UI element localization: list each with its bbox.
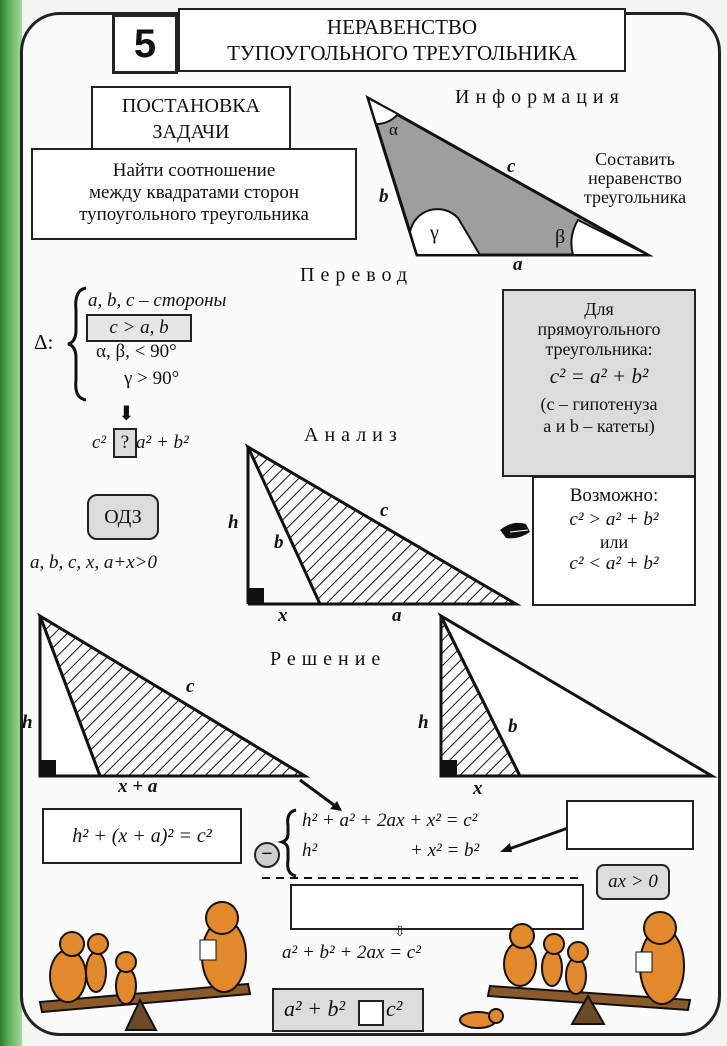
possible-or: или xyxy=(599,532,629,552)
title-line-2: ТУПОУГОЛЬНОГО ТРЕУГОЛЬНИКА xyxy=(227,41,577,65)
green-side-stripe xyxy=(0,0,22,1046)
task-text-line-3: тупоугольного треугольника xyxy=(79,204,309,225)
odz-conditions: a, b, c, x, a+x>0 xyxy=(30,552,157,573)
equation-box: h² + (x + a)² = c² xyxy=(42,808,242,864)
result-line: a² + b² + 2ax = c² xyxy=(282,942,421,963)
system-line-2-rest: + x² = b² xyxy=(410,840,480,861)
sides-text: a, b, c – стороны xyxy=(88,290,227,311)
info-text-line-3: треугольника xyxy=(583,187,687,207)
side-c-label: c xyxy=(507,156,516,177)
task-heading-line-1: ПОСТАНОВКА xyxy=(121,95,261,117)
rt-line-1: Для xyxy=(584,299,614,319)
task-text-line-1: Найти соотношение xyxy=(112,160,276,181)
task-text-box: Найти соотношение между квадратами сторо… xyxy=(31,148,357,240)
rt-formula: c² = a² + b² xyxy=(549,364,649,388)
angle-gamma-label: γ xyxy=(430,222,439,244)
down-arrow-icon: ⬇ xyxy=(118,403,135,425)
header-title-box: НЕРАВЕНСТВО ТУПОУГОЛЬНОГО ТРЕУГОЛЬНИКА xyxy=(178,8,626,72)
analysis-heading: Анализ xyxy=(304,424,403,446)
analysis-a-label: a xyxy=(392,605,402,626)
possible-heading: Возможно: xyxy=(569,485,659,506)
rt-note-1: (c – гипотенуза xyxy=(540,394,658,414)
lesson-number-box: 5 xyxy=(112,14,178,74)
minus-circle: − xyxy=(254,842,280,868)
ax-box: ax > 0 xyxy=(596,864,670,900)
angle-alpha-label: α xyxy=(389,120,398,139)
left-xa-label: x + a xyxy=(118,776,158,797)
right-h-label: h xyxy=(418,712,429,733)
left-c-label: c xyxy=(186,676,195,697)
task-heading-line-2: ЗАДАЧИ xyxy=(152,121,230,143)
angle-beta-label: β xyxy=(555,226,566,248)
ax-text: ax > 0 xyxy=(608,871,658,892)
final-blank-box[interactable] xyxy=(358,1000,384,1026)
possible-2: c² < a² + b² xyxy=(569,553,659,574)
c-greater-text: c > a, b xyxy=(109,317,169,338)
analysis-h-label: h xyxy=(228,512,239,533)
empty-answer-box-top[interactable] xyxy=(566,800,694,850)
translation-line-1: a, b, c – стороны xyxy=(88,290,226,312)
solution-heading: Решение xyxy=(270,648,387,670)
odz-label: ОДЗ xyxy=(104,506,142,528)
title-line-1: НЕРАВЕНСТВО xyxy=(326,15,478,39)
rt-line-2: прямоугольного xyxy=(537,319,661,339)
final-left: a² + b² xyxy=(284,996,346,1021)
rt-note-2: a и b – катеты) xyxy=(543,416,655,436)
possible-1: c² > a² + b² xyxy=(569,509,659,530)
system-line-1: h² + a² + 2ax + x² = c² xyxy=(302,810,478,831)
possible-box: Возможно: c² > a² + b² или c² < a² + b² xyxy=(532,476,696,606)
c2-right: a² + b² xyxy=(136,432,189,453)
lesson-number: 5 xyxy=(133,22,157,66)
translation-line-2-box: c > a, b xyxy=(86,314,192,342)
info-heading: Информация xyxy=(455,86,625,108)
right-triangle-panel: Для прямоугольного треугольника: c² = a²… xyxy=(502,289,696,477)
side-b-label: b xyxy=(379,186,389,207)
analysis-b-label: b xyxy=(274,532,284,553)
system-line-2-h: h² xyxy=(302,840,318,861)
result-down-arrow-icon: ⇩ xyxy=(394,925,406,940)
info-text-line-1: Составить xyxy=(595,149,675,169)
delta-symbol: Δ: xyxy=(34,330,54,354)
odz-box: ОДЗ xyxy=(87,494,159,540)
info-text-line-2: неравенство xyxy=(588,168,682,188)
left-h-label: h xyxy=(22,712,33,733)
analysis-c-label: c xyxy=(380,500,389,521)
equation-text: h² + (x + a)² = c² xyxy=(72,825,212,847)
translation-line-3: α, β, < 90° xyxy=(96,341,177,362)
rt-line-3: треугольника: xyxy=(545,339,653,359)
question-box: ? xyxy=(113,428,137,458)
side-a-label: a xyxy=(513,254,523,275)
info-text: Составить неравенство треугольника xyxy=(560,150,710,207)
right-b-label: b xyxy=(508,716,518,737)
c2-left: c² xyxy=(92,432,107,453)
right-x-label: x xyxy=(473,778,483,799)
translation-heading: Перевод xyxy=(300,264,414,286)
translation-line-4: γ > 90° xyxy=(124,368,180,389)
task-text-line-2: между квадратами сторон xyxy=(88,182,300,203)
minus-sign: − xyxy=(261,843,273,865)
final-answer-box: a² + b² c² xyxy=(272,988,424,1032)
question-mark: ? xyxy=(120,432,130,453)
analysis-x-label: x xyxy=(278,605,288,626)
empty-answer-box-middle[interactable] xyxy=(290,884,584,930)
final-right: c² xyxy=(386,996,403,1021)
